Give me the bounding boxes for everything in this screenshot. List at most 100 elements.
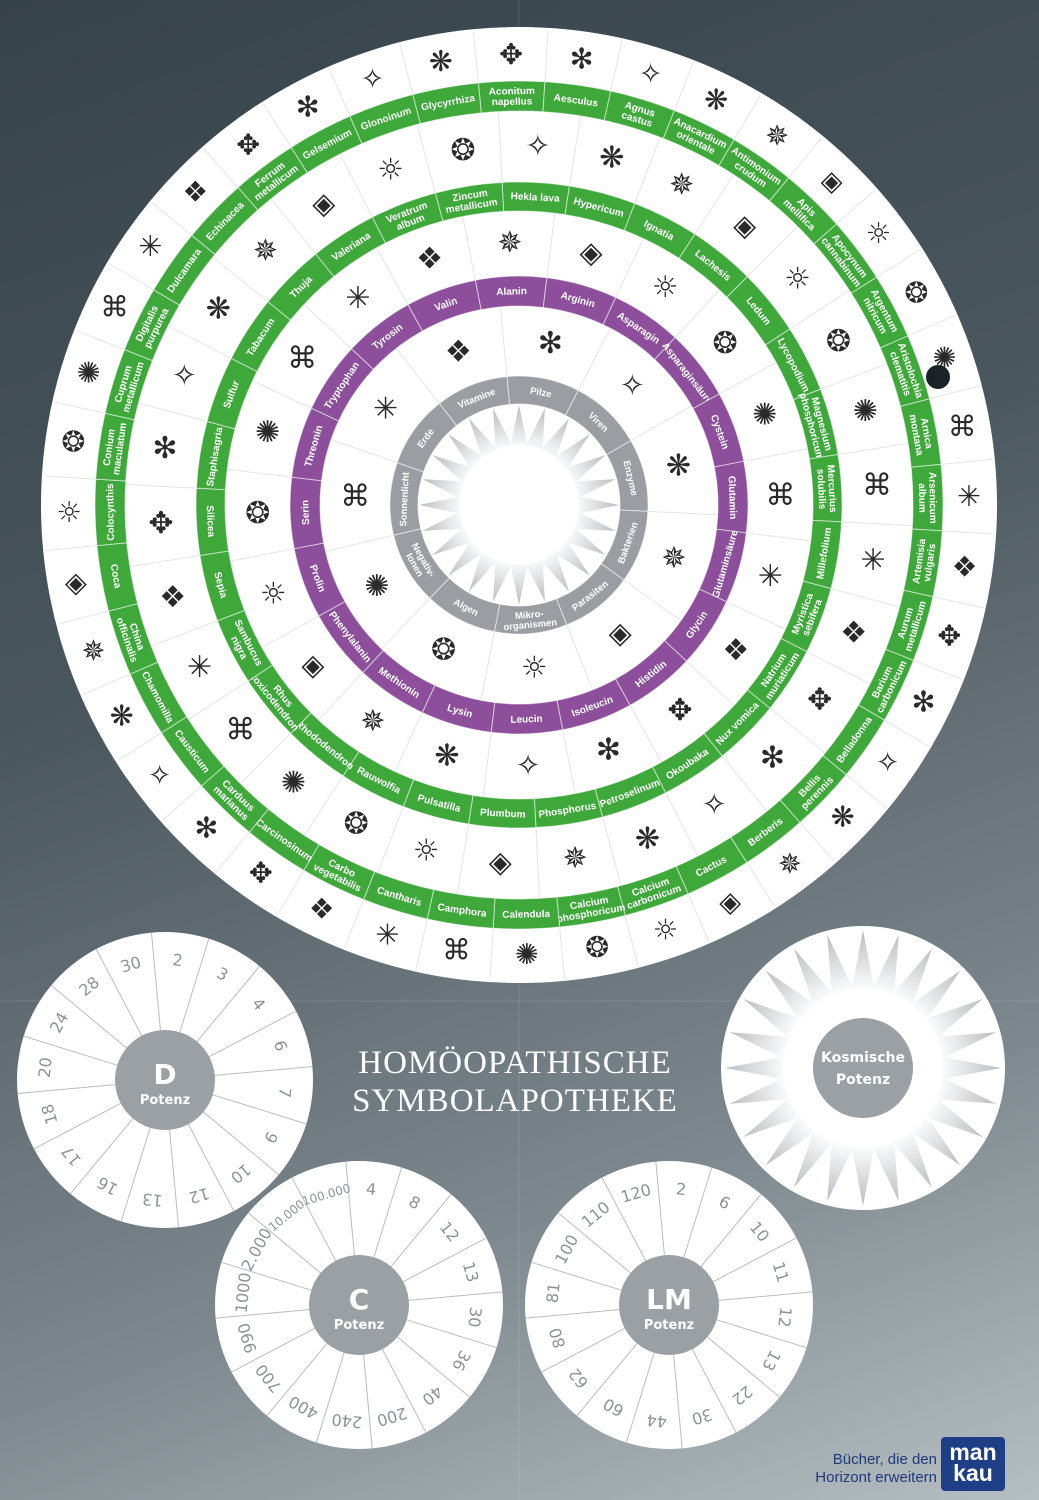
disk-divider [601,1177,647,1261]
main-symbol-wheel[interactable]: ✥Aconitumnapellus✻Aesculus✧Agnuscastus❋A… [41,27,997,983]
outer-remedy-ring-segment[interactable]: ✥Aconitumnapellus [477,37,546,114]
potency-value[interactable]: 20 [35,1056,56,1078]
base-ring-segment[interactable]: ✳Erde [373,392,458,473]
outer-remedy-ring-segment[interactable]: ❂Coniummaculatum [61,412,135,482]
outer-remedy-ring-segment[interactable]: ❂Argentumnitricum [850,276,928,349]
c-potency-disk[interactable]: 48121330364020024040070099010002.00010.0… [215,1161,503,1449]
amino-acid-ring-segment[interactable]: ✳Glutaminsäure [698,529,783,603]
potency-value[interactable]: 2 [172,950,184,970]
disk-divider [673,1354,683,1449]
potency-value[interactable]: 30 [118,952,143,976]
potency-value[interactable]: 7 [275,1087,295,1099]
potency-value[interactable]: 2 [675,1179,687,1199]
outer-remedy-ring-segment[interactable]: ⌘Camphora [426,889,496,967]
base-ring-segment[interactable]: ⌘Sonnenlicht [340,461,425,536]
inner-remedy-ring-segment[interactable]: ❋Hypericum [564,141,636,232]
disk-divider [196,965,261,1042]
potency-value[interactable]: 11 [769,1259,793,1284]
inner-remedy-ring-segment[interactable]: ✧Sulfur [172,357,258,430]
outer-remedy-ring-segment[interactable]: ❋Bellisperennis [779,754,855,834]
amino-acid-ring-segment[interactable]: ✺Threonin [255,407,340,482]
cell-divider [602,816,622,886]
amino-acid-ring-segment[interactable]: ☼Prolin [260,542,346,617]
base-ring-segment[interactable]: ☼Mikro-organismen [493,598,568,685]
potency-value[interactable]: 80 [545,1326,569,1351]
remedy-symbol-icon: ☼ [377,152,404,187]
outer-remedy-ring-segment[interactable]: ◈Apismellifica [768,163,843,245]
inner-remedy-ring-segment[interactable]: ✥Silicea [148,487,230,557]
lm-potency-disk[interactable]: 261011121322304460628081100110120LMPoten… [525,1161,813,1449]
amino-acid-ring-segment[interactable]: ❋Lysin [421,684,496,773]
potency-value[interactable]: 81 [543,1282,564,1304]
base-ring-segment[interactable]: ✧Viren [564,368,645,456]
inner-remedy-ring-segment[interactable]: ☼Veratrumalbum [371,152,444,244]
potency-value[interactable]: 1000 [232,1272,255,1314]
outer-remedy-ring-segment[interactable]: ◈Coca [65,542,139,612]
inner-remedy-ring-segment[interactable]: ❖Sepia [159,550,246,622]
amino-acid-ring-segment[interactable]: ❖Valin [407,241,482,332]
inner-remedy-ring-segment[interactable]: ❂Zincummetallicum [434,133,505,222]
outer-remedy-ring-segment[interactable]: ⌘Arnicamontana [899,398,976,468]
outer-remedy-ring-segment[interactable]: ✧Glonoinum [349,62,421,145]
amino-acid-ring-segment[interactable]: ✧Leucin [490,699,564,783]
outer-remedy-ring-segment[interactable]: ☼Colocynthis [56,478,128,547]
base-ring-segment[interactable]: ❂Algen [429,577,501,668]
amino-acid-ring-segment[interactable]: ✺Cystein [692,393,777,468]
outer-remedy-ring-segment[interactable]: ☼Calciumcarbonicum [617,865,689,946]
outer-remedy-ring-segment[interactable]: ✥Ferrummetallicum [236,128,308,211]
base-ring-segment[interactable]: ✻Pilze [506,326,579,416]
cell-divider [665,792,699,857]
amino-acid-ring-segment[interactable]: ❖Glycin [663,588,750,668]
outer-remedy-ring-segment[interactable]: ✺Calendula [492,896,561,971]
inner-remedy-ring-segment[interactable]: ◈Valeriana [312,186,387,278]
potency-value[interactable]: 18 [37,1102,61,1127]
outer-remedy-ring-segment[interactable]: ◈Cactus [675,836,748,918]
outer-remedy-ring-segment[interactable]: ✳Arsenicumalbum [910,463,981,532]
inner-remedy-ring-segment[interactable]: ✵Thuja [253,234,335,321]
cell-divider [806,651,871,685]
outer-remedy-ring-segment[interactable]: ✧Agnuscastus [603,57,676,140]
potency-value[interactable]: 240 [331,1410,363,1432]
inner-remedy-ring-segment[interactable]: ✧Hekla lava [501,129,571,216]
outer-remedy-ring-segment[interactable]: ✻Aesculus [542,41,612,121]
inner-remedy-ring-segment[interactable]: ✧Okoubaka [651,732,727,823]
remedy-symbol-icon: ✥ [249,856,273,890]
potency-value[interactable]: 12 [187,1184,212,1208]
outer-remedy-ring-segment[interactable]: ❋Glycyrrhiza [412,44,482,125]
amino-acid-ring-segment[interactable]: ✵Alanin [474,226,548,311]
outer-remedy-ring-segment[interactable]: ✺Cuprummetallicum [77,348,154,421]
potency-value[interactable]: 12 [774,1306,795,1328]
base-ring-segment[interactable]: ✵Bakterien [600,509,686,581]
inner-remedy-ring-segment[interactable]: ✻Staphisagria [152,420,236,491]
inner-remedy-ring-segment[interactable]: ✵Phosphorus [533,788,604,876]
inner-remedy-ring-segment[interactable]: ⌘Mercuriussolubilis [808,453,892,523]
outer-remedy-ring-segment[interactable]: ❋Anacardiumorientale [662,83,735,167]
base-ring-segment[interactable]: ❖Vitamine [438,335,511,427]
base-ring-segment[interactable]: ✺Negativ-Ionen [364,528,450,604]
outer-remedy-ring-segment[interactable]: ⌘Digitalispurpurea [100,289,181,362]
disk-divider [169,1129,180,1228]
amino-acid-ring-segment[interactable]: ❂Serin [245,476,325,550]
potency-value[interactable]: 4 [365,1179,377,1199]
outer-remedy-ring-segment[interactable]: ❂Calciumphosphoricum [554,885,626,964]
cell-divider [687,893,710,942]
potency-value[interactable]: 30 [464,1306,485,1328]
inner-remedy-ring-segment[interactable]: ✵Ignatia [623,168,696,260]
outer-remedy-ring-segment[interactable]: ✻Carduusmarianus [194,765,270,845]
inner-remedy-ring-segment[interactable]: ◈Lachesis [678,208,756,298]
outer-remedy-ring-segment[interactable]: ✳Cantharis [362,870,435,952]
potency-value[interactable]: 44 [646,1410,668,1431]
inner-remedy-ring-segment[interactable]: ◈Plumbum [467,794,537,880]
potency-value[interactable]: 13 [141,1189,163,1210]
inner-remedy-ring-segment[interactable]: ❂Lycopodium [764,324,851,401]
base-ring-segment[interactable]: ❋Enzyme [605,439,691,512]
potency-value[interactable]: 30 [690,1405,715,1429]
outer-remedy-ring-segment[interactable]: ✧Causticum [148,716,225,792]
potency-value[interactable]: 13 [459,1259,483,1284]
outer-remedy-ring-segment[interactable]: ❖Artemisiavulgaris [903,528,978,598]
outer-remedy-ring-segment[interactable]: ✥Aurummetallicum [884,589,962,662]
inner-remedy-ring-segment[interactable]: ✳Millefolium [802,519,886,590]
amino-acid-ring-segment[interactable]: ◈Arginin [542,236,617,326]
